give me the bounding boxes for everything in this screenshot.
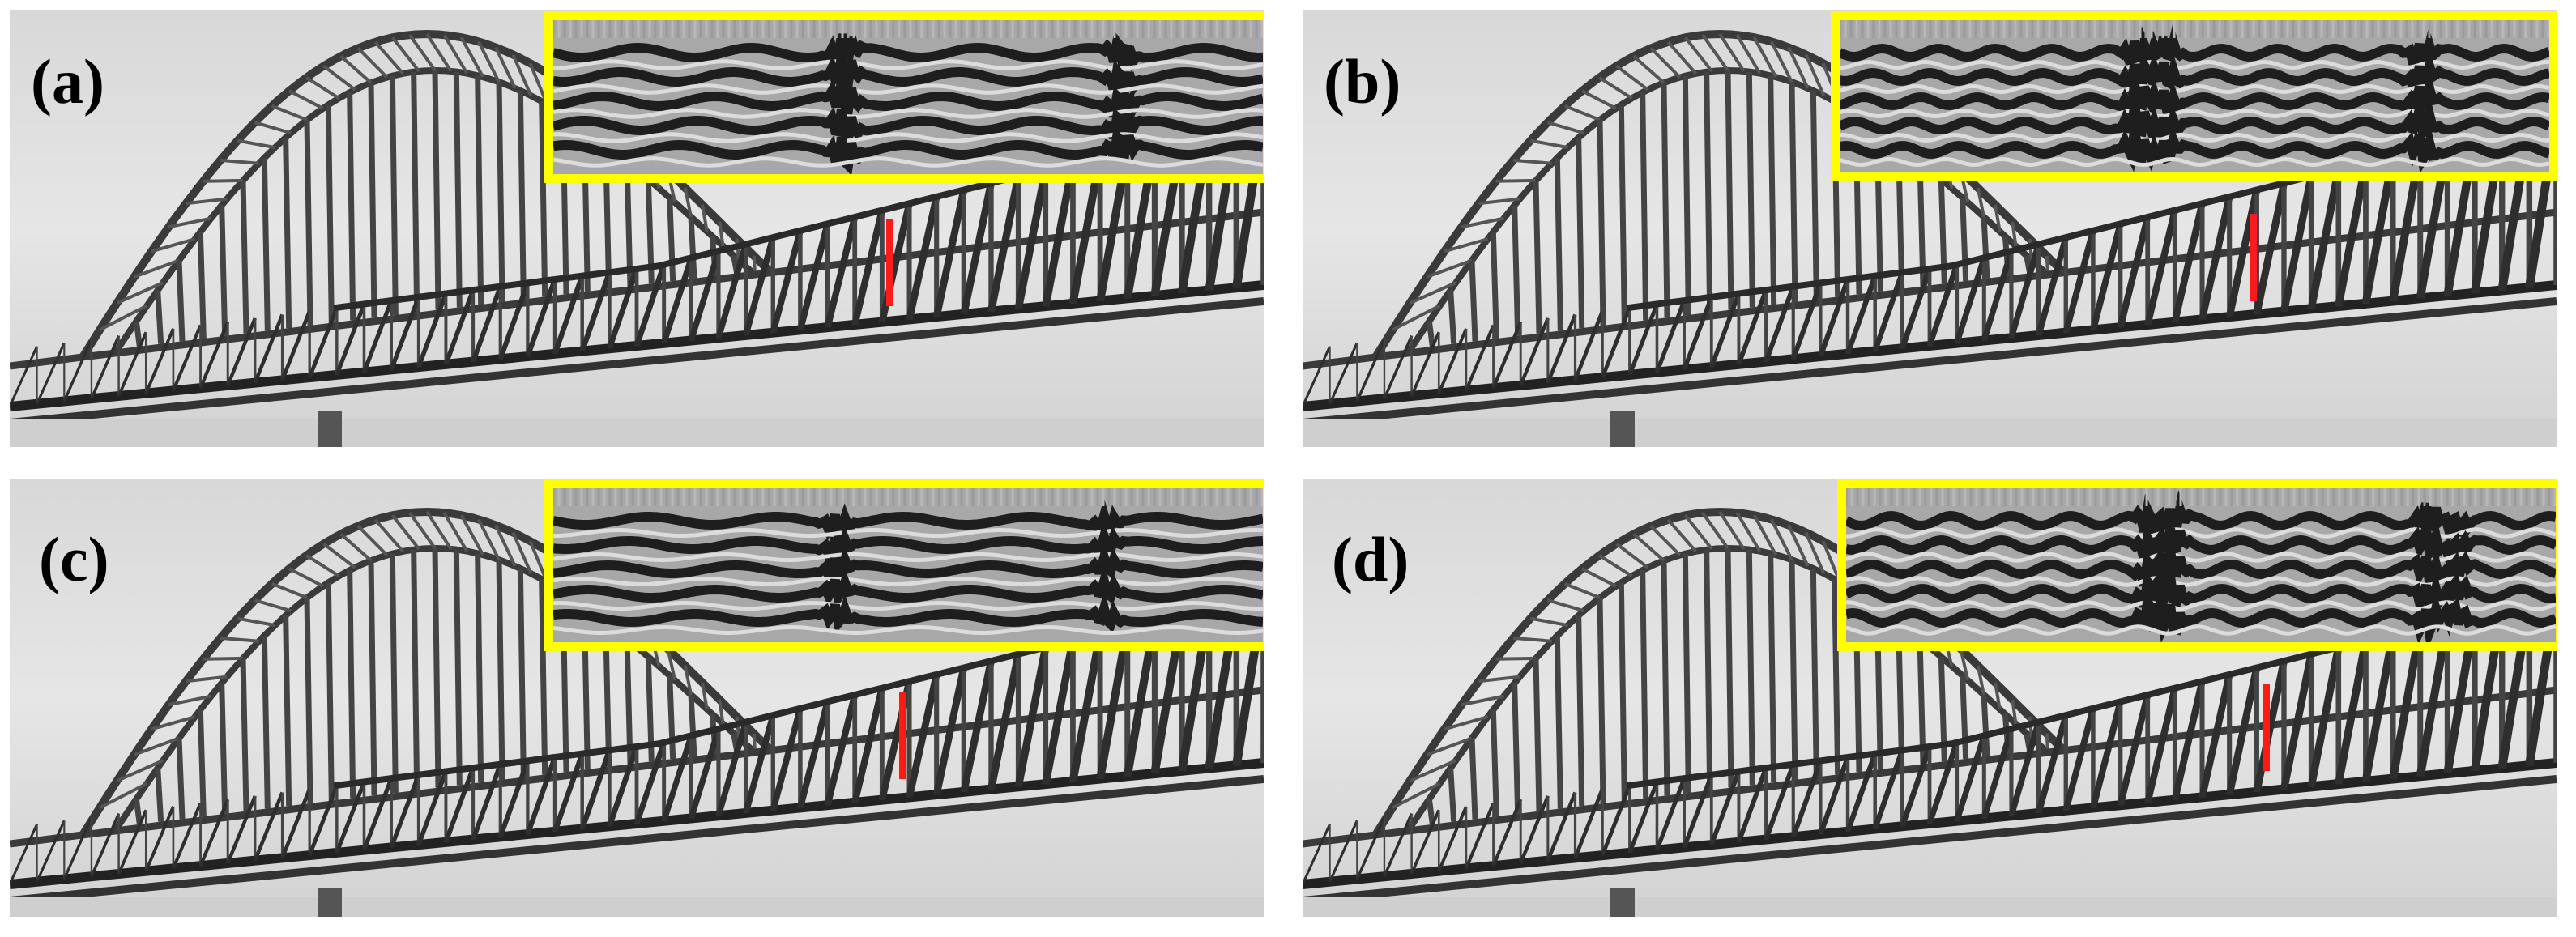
panel-d: (d) <box>1303 479 2557 917</box>
panel-c: (c) <box>10 479 1264 917</box>
zoom-inset <box>1837 479 2557 651</box>
panel-b: (b) <box>1303 10 2557 447</box>
panel-label: (b) <box>1324 46 1401 117</box>
panel-label: (d) <box>1332 524 1410 594</box>
red-marker <box>886 219 893 306</box>
zoom-inset <box>1831 11 2557 181</box>
red-marker <box>2250 214 2257 301</box>
zoom-inset <box>544 479 1264 651</box>
panel-a: (a) <box>10 10 1264 447</box>
panel-label: (c) <box>39 524 109 594</box>
zoom-inset <box>544 11 1264 183</box>
red-marker <box>2263 684 2270 771</box>
panel-label: (a) <box>31 46 104 117</box>
red-marker <box>899 692 906 779</box>
